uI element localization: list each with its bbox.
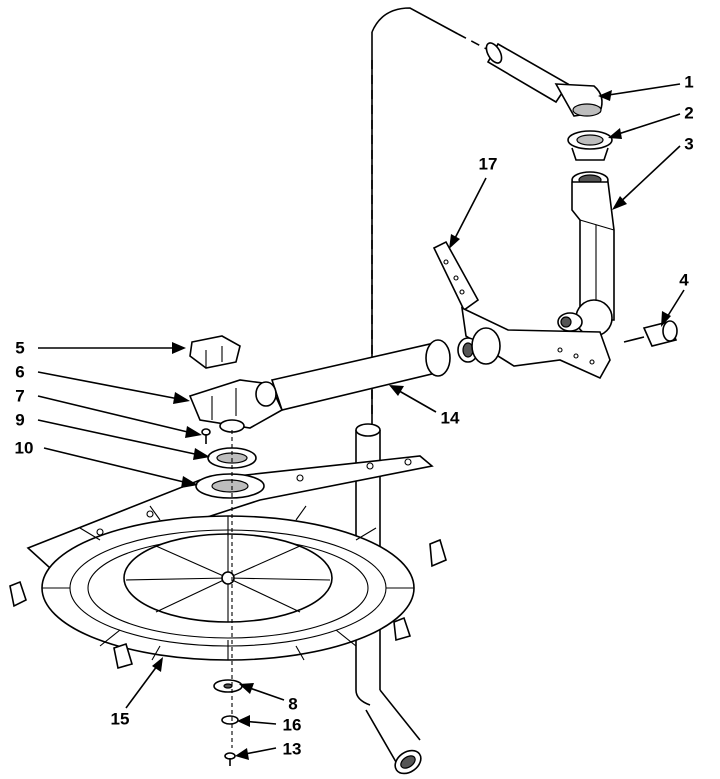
hub-part-6 [188, 379, 284, 433]
leader-arrows [37, 83, 685, 760]
callout-7: 7 [15, 386, 25, 406]
seal-ring-part-2 [567, 130, 613, 161]
filter-rack-part-15 [9, 505, 447, 670]
callout-13: 13 [282, 739, 302, 759]
fitting-part-4 [623, 320, 678, 347]
callout-16: 16 [282, 715, 302, 735]
vertical-feed-tube [355, 7, 499, 775]
callout-5: 5 [15, 338, 25, 358]
screw-part-7 [201, 428, 211, 444]
callout-17: 17 [478, 154, 498, 174]
washer-part-16 [221, 715, 239, 725]
callout-3: 3 [684, 134, 694, 154]
callout-15: 15 [110, 709, 130, 729]
supply-tube-part-14 [270, 327, 501, 411]
clip-part-5 [189, 335, 241, 369]
washer-part-8 [213, 679, 243, 693]
callout-9: 9 [15, 410, 25, 430]
manifold-part-3 [557, 171, 615, 337]
screw-part-13 [224, 752, 236, 766]
upper-tube-elbow [485, 42, 603, 117]
callout-4: 4 [679, 270, 689, 290]
callout-6: 6 [15, 362, 25, 382]
callout-8: 8 [288, 694, 298, 714]
callout-1: 1 [684, 72, 694, 92]
callout-2: 2 [684, 103, 694, 123]
callout-10: 10 [14, 438, 34, 458]
callout-14: 14 [440, 408, 460, 428]
